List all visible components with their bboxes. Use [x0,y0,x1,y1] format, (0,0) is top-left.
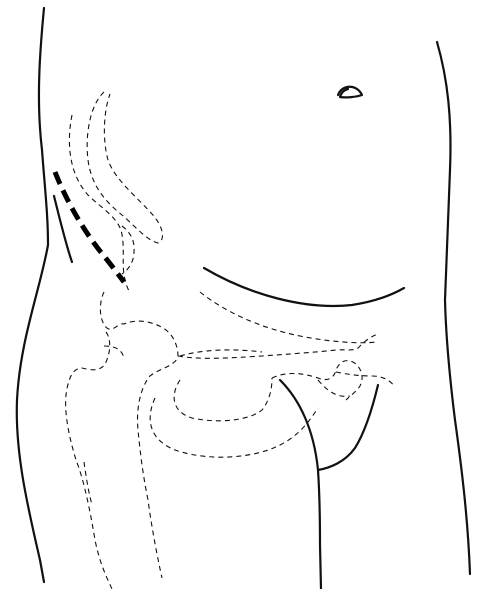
ischial-arc [150,398,318,457]
iliac-crest-inner [69,115,130,292]
inguinal-ligament-upper [200,292,376,343]
pubic-symphysis [272,361,362,400]
pubic-tubercle [336,372,394,386]
pubic-ramus-upper [178,334,378,358]
iliac-crest-outer [87,92,162,243]
body-outline [17,8,470,589]
incision-line [55,172,124,282]
abdominal-fold [204,268,404,306]
inguinal-ligament-lower [180,350,262,356]
inguinal-crease [280,380,321,589]
left-body-contour [17,8,48,582]
femoral-neck [104,346,124,358]
femoral-head [100,292,178,578]
left-waist-crease [54,196,72,262]
femoral-shaft-outer [66,332,112,589]
skeletal-structures [66,92,394,589]
right-body-contour [437,42,470,574]
iliac-spine [122,226,134,274]
pubic-crest-lower [318,380,350,396]
lesser-trochanter [84,462,92,505]
navel [338,87,362,98]
obturator-arc [174,378,272,421]
incision-mark [55,172,124,282]
